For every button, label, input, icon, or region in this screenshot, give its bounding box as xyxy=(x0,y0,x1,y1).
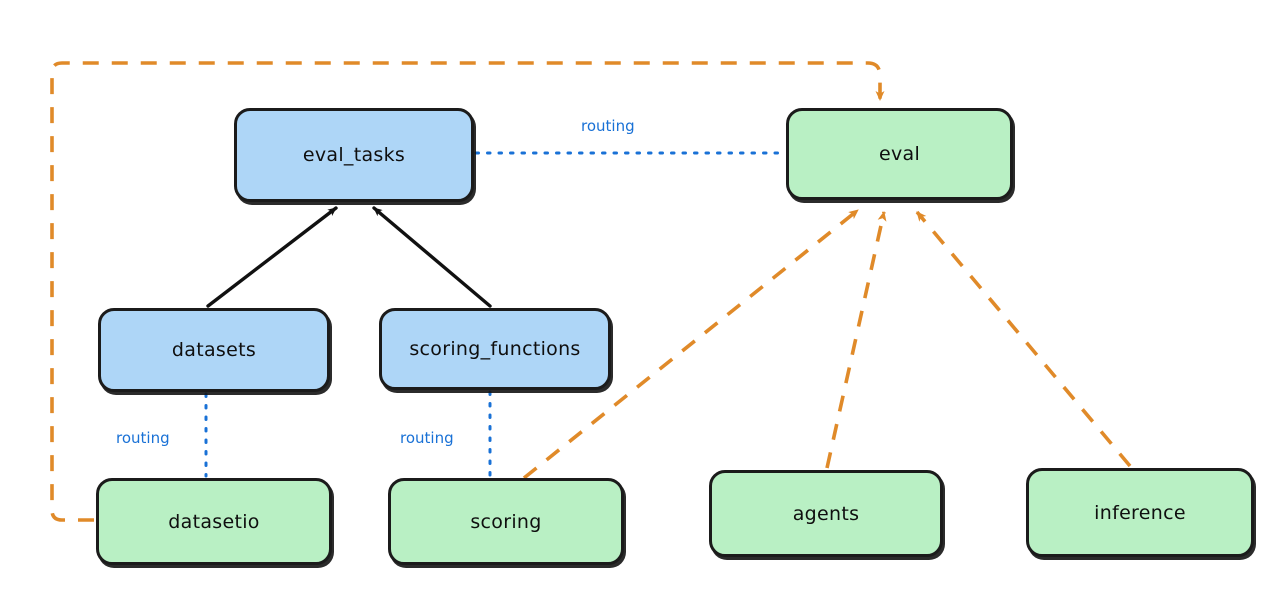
node-label-scoring: scoring xyxy=(470,510,542,533)
edge-inference-eval xyxy=(915,210,1132,468)
node-label-datasets: datasets xyxy=(171,339,257,361)
node-agents[interactable]: agents xyxy=(709,470,943,557)
node-label-inference: inference xyxy=(1094,501,1186,524)
node-scoring[interactable]: scoring xyxy=(388,478,624,565)
node-inference[interactable]: inference xyxy=(1026,468,1254,557)
node-label-agents: agents xyxy=(792,502,860,525)
node-label-eval-tasks: eval_tasks xyxy=(302,144,406,166)
node-label-datasetio: datasetio xyxy=(168,510,260,533)
node-eval[interactable]: eval xyxy=(786,108,1013,200)
edge-label-routing-datasets: routing xyxy=(113,429,173,447)
edge-scoring-functions-eval-tasks xyxy=(372,206,492,308)
node-datasetio[interactable]: datasetio xyxy=(96,478,332,565)
node-eval-tasks[interactable]: eval_tasks xyxy=(234,108,474,202)
edge-label-routing-top: routing xyxy=(578,117,638,135)
edge-label-routing-scoring-functions: routing xyxy=(397,429,457,447)
node-label-eval: eval xyxy=(878,143,921,165)
edge-agents-eval xyxy=(825,211,887,469)
node-scoring-functions[interactable]: scoring_functions xyxy=(379,308,611,390)
node-datasets[interactable]: datasets xyxy=(98,308,330,392)
node-label-scoring-functions: scoring_functions xyxy=(409,338,581,360)
edge-datasets-eval-tasks xyxy=(206,206,338,308)
